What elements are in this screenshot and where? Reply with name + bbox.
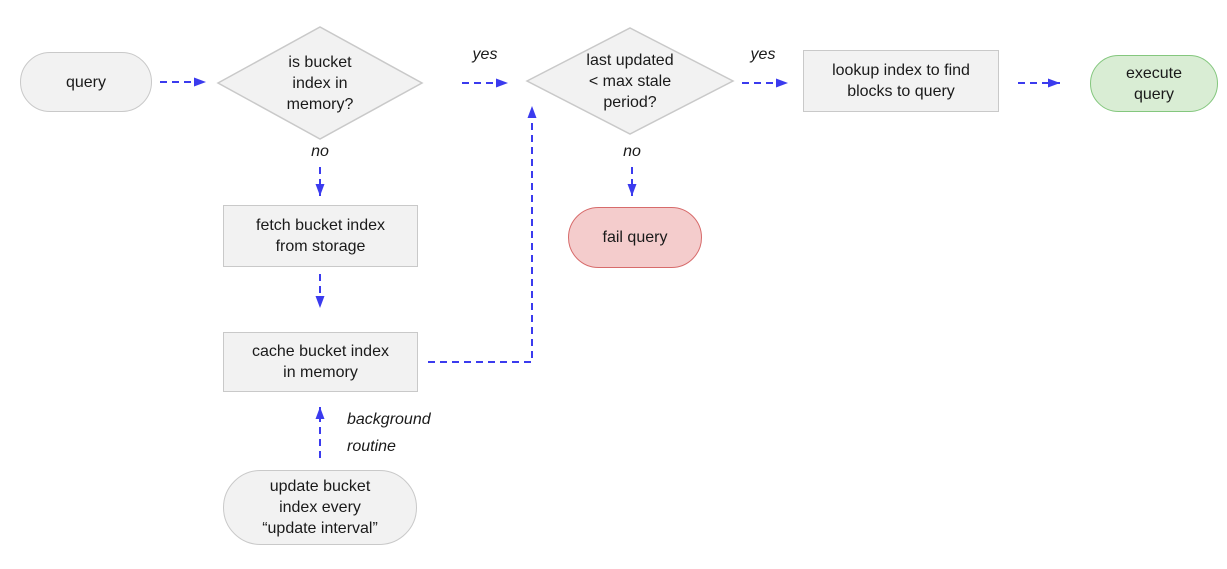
node-update-bucket-index: update bucket index every “update interv… xyxy=(223,470,417,545)
node-cache-bucket-index: cache bucket index in memory xyxy=(223,332,418,392)
node-execute-query: execute query xyxy=(1090,55,1218,112)
edge-label-memory-yes: yes xyxy=(472,46,498,63)
node-memory-check-label: is bucket index in memory? xyxy=(286,53,354,113)
node-fail-query: fail query xyxy=(568,207,702,268)
edge-label-memory-no: no xyxy=(311,143,329,160)
edge-label-stale-no: no xyxy=(623,143,641,160)
edge-cache-to-stale-check xyxy=(428,106,537,363)
node-lookup-index: lookup index to find blocks to query xyxy=(803,50,999,112)
edge-label-background-routine: background routine xyxy=(347,411,431,455)
node-fetch-bucket-index: fetch bucket index from storage xyxy=(223,205,418,267)
node-query: query xyxy=(20,52,152,112)
node-stale-check-label: last updated < max stale period? xyxy=(586,51,674,111)
decision-memory-check-shape xyxy=(216,26,424,140)
edge-label-stale-yes: yes xyxy=(750,46,776,63)
decision-stale-check-shape xyxy=(525,27,735,135)
